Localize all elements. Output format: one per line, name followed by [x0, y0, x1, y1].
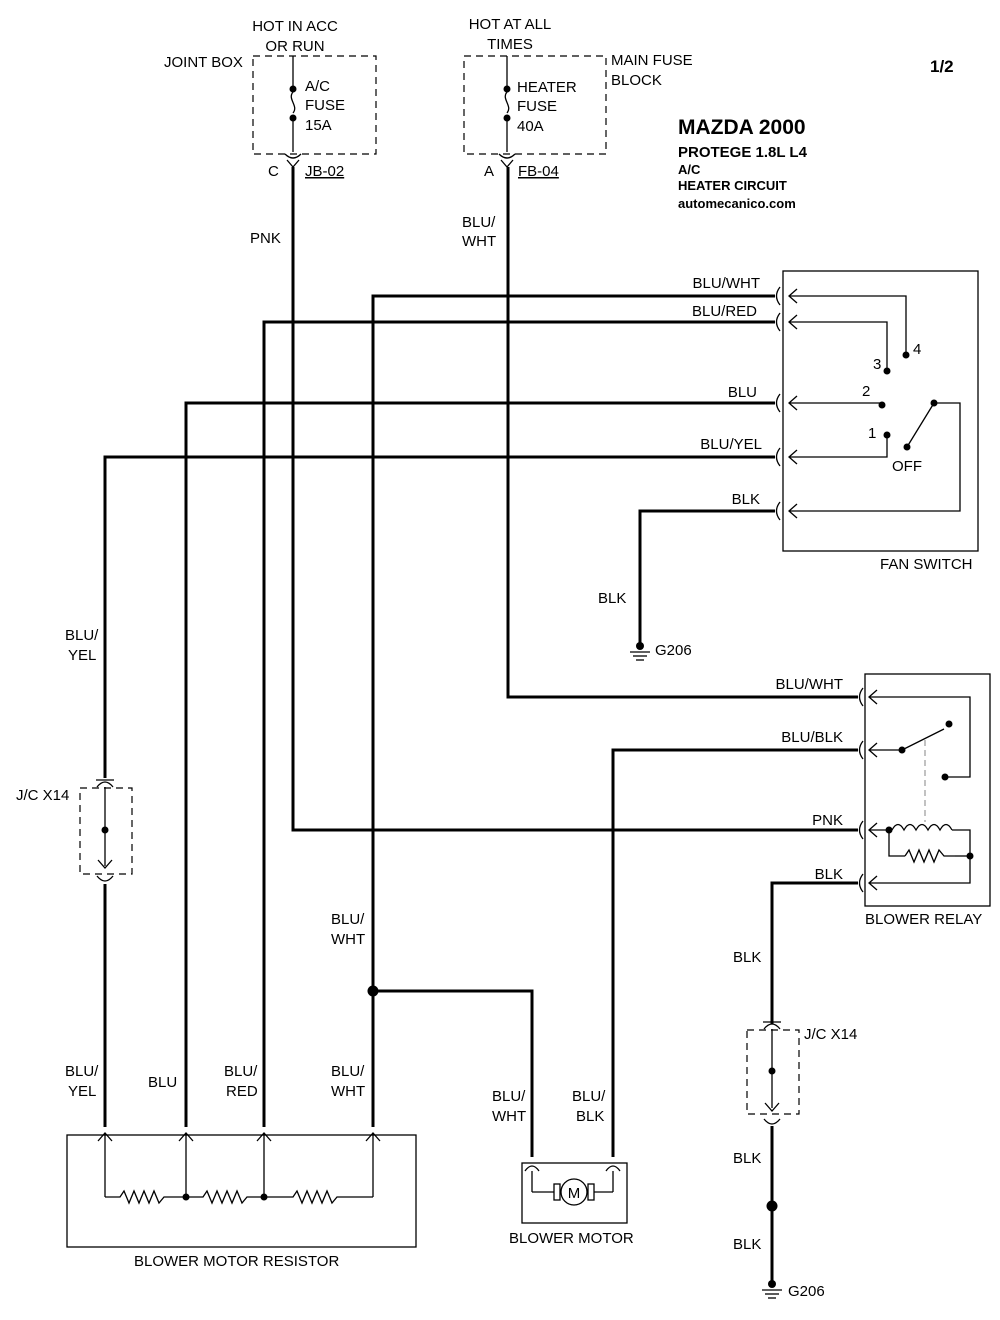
wire-label-blu-wht-mid-line2: WHT: [331, 931, 365, 948]
wire-label-blu-wht-fuse-line1: BLU/: [462, 214, 496, 231]
blower-motor-label: BLOWER MOTOR: [509, 1230, 634, 1247]
joint-box-label: JOINT BOX: [164, 54, 243, 71]
splice-blk: [766, 1200, 778, 1212]
ac-fuse-line1: A/C: [305, 78, 330, 95]
blower-motor-resistor-label: BLOWER MOTOR RESISTOR: [134, 1253, 339, 1270]
wire-label-blu-yel-upper-line2: YEL: [68, 647, 96, 664]
junction-connector-left-label: J/C X14: [16, 787, 69, 804]
splice-blu-wht: [367, 985, 379, 997]
title-system: A/C: [678, 162, 701, 177]
junction-connector-right: [746, 1021, 800, 1125]
main-fuse-block: [463, 55, 607, 168]
wire-label-fan-blu: BLU: [728, 384, 757, 401]
blower-motor: [521, 1162, 628, 1224]
fan-switch: [782, 270, 979, 552]
ground-label-relay: G206: [788, 1283, 825, 1300]
hot-acc-run-line1: HOT IN ACC: [252, 18, 338, 35]
wire-label-fan-blk: BLK: [732, 491, 760, 508]
hot-always-line1: HOT AT ALL: [469, 16, 552, 33]
blower-relay-label: BLOWER RELAY: [865, 911, 982, 928]
wire-label-blu-yel-line2: YEL: [68, 1083, 96, 1100]
wire-label-pnk: PNK: [250, 230, 281, 247]
ground-icon-relay: [762, 1280, 782, 1299]
fan-switch-pos-2: 2: [862, 383, 870, 400]
fan-switch-pos-4: 4: [913, 341, 921, 358]
heater-fuse-line2: FUSE: [517, 98, 557, 115]
wire-label-blu-red-line2: RED: [226, 1083, 258, 1100]
ac-fuse-line2: FUSE: [305, 97, 345, 114]
ground-label-fan-switch: G206: [655, 642, 692, 659]
motor-icon: M: [568, 1185, 581, 1202]
heater-fuse-rating: 40A: [517, 118, 544, 135]
wire-label-relay-blk: BLK: [815, 866, 843, 883]
wire-label-relay-blu-wht: BLU/WHT: [776, 676, 844, 693]
wire-label-blu-yel-line1: BLU/: [65, 1063, 99, 1080]
wire-label-fan-blu-wht: BLU/WHT: [693, 275, 761, 292]
title-model: PROTEGE 1.8L L4: [678, 144, 808, 161]
wire-label-relay-pnk: PNK: [812, 812, 843, 829]
joint-box: [252, 55, 377, 168]
title-site: automecanico.com: [678, 196, 796, 211]
wire-label-blu-wht-fuse-line2: WHT: [462, 233, 496, 250]
hot-acc-run-line2: OR RUN: [265, 38, 324, 55]
wire-label-motor-blu-blk-line2: BLK: [576, 1108, 604, 1125]
page-number: 1/2: [930, 57, 954, 76]
wire-label-ground-blk: BLK: [598, 590, 626, 607]
wire-label-fan-blu-red: BLU/RED: [692, 303, 757, 320]
ac-fuse-rating: 15A: [305, 117, 332, 134]
heater-fuse-line1: HEATER: [517, 79, 577, 96]
junction-connector-left: [79, 779, 133, 882]
fan-switch-label: FAN SWITCH: [880, 556, 973, 573]
joint-box-connector: JB-02: [305, 163, 344, 180]
joint-box-terminal: C: [268, 163, 279, 180]
wire-label-blu-red-line1: BLU/: [224, 1063, 258, 1080]
wire-label-relay-ground-blk: BLK: [733, 949, 761, 966]
wire-label-splice-blk: BLK: [733, 1150, 761, 1167]
junction-connector-right-label: J/C X14: [804, 1026, 857, 1043]
fan-switch-connectors: [775, 286, 781, 521]
wire-label-motor-blu-wht-line2: WHT: [492, 1108, 526, 1125]
wire-label-blu: BLU: [148, 1074, 177, 1091]
wiring-harness: [103, 167, 858, 1282]
wire-label-blu-wht-mid-line1: BLU/: [331, 911, 365, 928]
fan-switch-pos-1: 1: [868, 425, 876, 442]
fan-switch-pos-3: 3: [873, 356, 881, 373]
title-make-year: MAZDA 2000: [678, 116, 806, 139]
fan-switch-pos-off: OFF: [892, 458, 922, 475]
wire-label-bottom-blk: BLK: [733, 1236, 761, 1253]
ground-icon-fan-switch: [630, 642, 650, 661]
wire-label-blu-wht-low-line1: BLU/: [331, 1063, 365, 1080]
wire-label-relay-blu-blk: BLU/BLK: [781, 729, 843, 746]
blower-relay-connectors: [858, 687, 864, 893]
main-fuse-block-label-line1: MAIN FUSE: [611, 52, 693, 69]
wire-label-motor-blu-blk-line1: BLU/: [572, 1088, 606, 1105]
title-circuit: HEATER CIRCUIT: [678, 178, 787, 193]
blower-relay: [864, 673, 991, 907]
main-fuse-block-label-line2: BLOCK: [611, 72, 662, 89]
wire-label-fan-blu-yel: BLU/YEL: [700, 436, 762, 453]
hot-always-line2: TIMES: [487, 36, 533, 53]
wire-label-blu-wht-low-line2: WHT: [331, 1083, 365, 1100]
main-fuse-block-terminal: A: [484, 163, 494, 180]
wire-label-blu-yel-upper-line1: BLU/: [65, 627, 99, 644]
main-fuse-block-connector: FB-04: [518, 163, 559, 180]
wire-label-motor-blu-wht-line1: BLU/: [492, 1088, 526, 1105]
blower-motor-resistor: [66, 1132, 417, 1248]
